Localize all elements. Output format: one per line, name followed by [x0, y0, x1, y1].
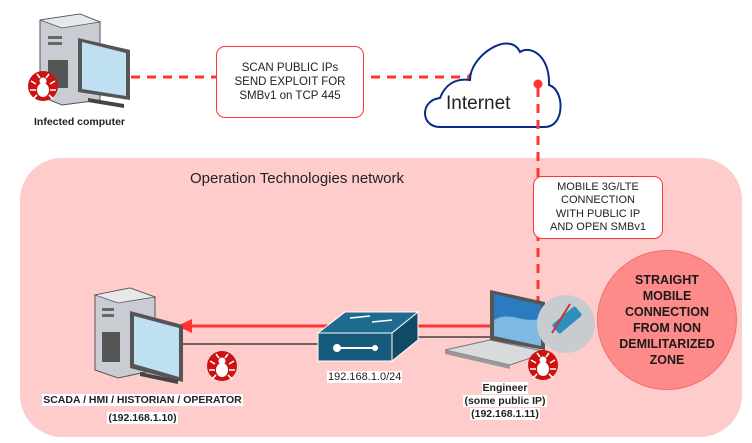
scada-label: SCADA / HMI / HISTORIAN / OPERATOR (192.…	[25, 390, 260, 426]
callout-line: SMBv1 on TCP 445	[239, 90, 341, 102]
bug-icon	[528, 350, 558, 380]
network-switch-icon	[316, 310, 420, 363]
internet-cloud-icon	[424, 42, 562, 128]
callout-line: SEND EXPLOIT FOR	[234, 76, 346, 88]
callout-line: SCAN PUBLIC IPs	[241, 62, 339, 74]
scada-label-name: SCADA / HMI / HISTORIAN / OPERATOR	[42, 394, 243, 406]
non-dmz-warning-circle: STRAIGHT MOBILE CONNECTION FROM NON DEMI…	[597, 250, 737, 390]
mobile-connection-callout: MOBILE 3G/LTE CONNECTION WITH PUBLIC IP …	[533, 176, 663, 239]
attack-path-endpoint	[533, 79, 543, 89]
warning-line: DEMILITARIZED	[619, 337, 715, 351]
bug-icon	[207, 351, 237, 381]
warning-line: CONNECTION	[624, 305, 710, 319]
callout-line: WITH PUBLIC IP	[555, 207, 641, 220]
infected-computer-icon	[39, 13, 130, 108]
callout-line: CONNECTION	[561, 194, 635, 206]
warning-line: FROM NON	[632, 321, 702, 335]
ot-network-title: Operation Technologies network	[190, 170, 405, 187]
engineer-label-ip: (192.168.1.11)	[470, 408, 540, 420]
callout-line: MOBILE 3G/LTE	[557, 180, 639, 193]
engineer-label: Engineer (some public IP) (192.168.1.11)	[450, 381, 560, 420]
engineer-laptop-icon	[444, 290, 550, 369]
callout-line: AND OPEN SMBv1	[550, 221, 646, 233]
warning-line: ZONE	[649, 353, 685, 367]
engineer-label-public-ip: (some public IP)	[463, 395, 547, 407]
usb-modem-icon	[537, 295, 595, 353]
engineer-label-name: Engineer	[481, 382, 529, 394]
switch-subnet-label: 192.168.1.0/24	[327, 371, 403, 383]
scada-computer-icon	[93, 287, 183, 384]
warning-line: STRAIGHT	[635, 273, 699, 287]
arrowhead-left	[177, 319, 192, 333]
scada-label-ip: (192.168.1.10)	[107, 412, 178, 424]
infected-computer-label: Infected computer	[34, 116, 126, 128]
warning-line: MOBILE	[642, 289, 692, 303]
bug-icon	[28, 71, 58, 101]
scan-callout: SCAN PUBLIC IPs SEND EXPLOIT FOR SMBv1 o…	[216, 46, 364, 118]
internet-label: Internet	[446, 93, 511, 114]
